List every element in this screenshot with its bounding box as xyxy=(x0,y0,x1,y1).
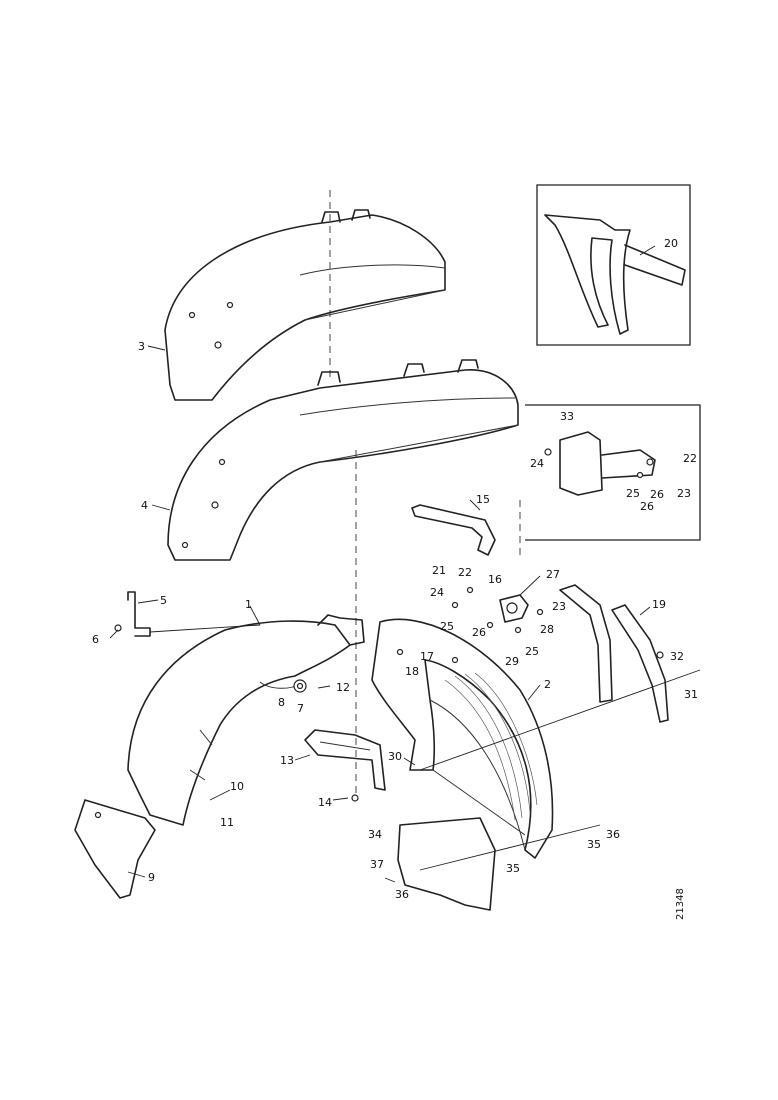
callout-8: 8 xyxy=(278,696,285,709)
part-15-bracket xyxy=(411,504,496,556)
callout-25-inset: 25 xyxy=(626,487,640,500)
callout-12: 12 xyxy=(336,681,350,694)
detail-inset-part-33 xyxy=(525,404,701,541)
callout-3: 3 xyxy=(138,340,145,353)
callout-26-extra: 26 xyxy=(650,488,664,501)
callout-labels: 1 2 3 4 5 6 7 8 9 10 11 12 13 14 15 16 1… xyxy=(92,237,698,901)
callout-7: 7 xyxy=(297,702,304,715)
callout-28: 28 xyxy=(540,623,554,636)
part-2-right-inner-mudguard xyxy=(371,618,554,859)
part-1-left-inner-mudguard xyxy=(127,614,365,826)
part-13-support-bracket xyxy=(304,729,386,802)
callout-26-inset: 26 xyxy=(640,500,654,513)
callout-25-main-left: 25 xyxy=(440,620,454,633)
callout-5: 5 xyxy=(160,594,167,607)
callout-26-main: 26 xyxy=(472,626,486,639)
callout-4: 4 xyxy=(141,499,148,512)
part-9-mud-flap xyxy=(74,799,156,899)
mounting-axis-line xyxy=(419,669,701,771)
callout-36-lower: 36 xyxy=(395,888,409,901)
callout-24-main: 24 xyxy=(430,586,444,599)
flap-axis-line xyxy=(419,824,601,871)
callout-22-inset: 22 xyxy=(683,452,697,465)
callout-27: 27 xyxy=(546,568,560,581)
callout-35-lower: 35 xyxy=(506,862,520,875)
callout-30: 30 xyxy=(388,750,402,763)
callout-29: 29 xyxy=(505,655,519,668)
callout-10: 10 xyxy=(230,780,244,793)
callout-9: 9 xyxy=(148,871,155,884)
callout-14: 14 xyxy=(318,796,332,809)
callout-24-inset: 24 xyxy=(530,457,544,470)
bracket-axis-line xyxy=(149,624,261,633)
drawing-reference-number: 21348 xyxy=(675,888,686,920)
part-5-bracket xyxy=(114,591,151,637)
callout-31: 31 xyxy=(684,688,698,701)
callout-18: 18 xyxy=(405,665,419,678)
callout-15: 15 xyxy=(476,493,490,506)
hinge-fastener-cluster xyxy=(451,586,544,634)
callout-leaders xyxy=(109,245,656,883)
callout-16: 16 xyxy=(488,573,502,586)
callout-23-main: 23 xyxy=(552,600,566,613)
part-3-upper-fender-cover xyxy=(164,209,446,401)
callout-1: 1 xyxy=(245,598,252,611)
callout-6: 6 xyxy=(92,633,99,646)
callout-19: 19 xyxy=(652,598,666,611)
callout-37: 37 xyxy=(370,858,384,871)
callout-13: 13 xyxy=(280,754,294,767)
callout-23-inset: 23 xyxy=(677,487,691,500)
callout-34: 34 xyxy=(368,828,382,841)
callout-20: 20 xyxy=(664,237,678,250)
callout-25-main-right: 25 xyxy=(525,645,539,658)
callout-32: 32 xyxy=(670,650,684,663)
part-4-lower-fender-cover xyxy=(167,359,519,561)
part-34-mud-flap xyxy=(397,817,496,911)
callout-35-right: 35 xyxy=(587,838,601,851)
callout-2: 2 xyxy=(544,678,551,691)
callout-36-right: 36 xyxy=(606,828,620,841)
callout-33: 33 xyxy=(560,410,574,423)
callout-21: 21 xyxy=(432,564,446,577)
detail-inset-part-20 xyxy=(536,184,691,346)
callout-17: 17 xyxy=(420,650,434,663)
callout-11: 11 xyxy=(220,816,234,829)
part-19-support-arm xyxy=(559,584,669,723)
callout-22-main: 22 xyxy=(458,566,472,579)
